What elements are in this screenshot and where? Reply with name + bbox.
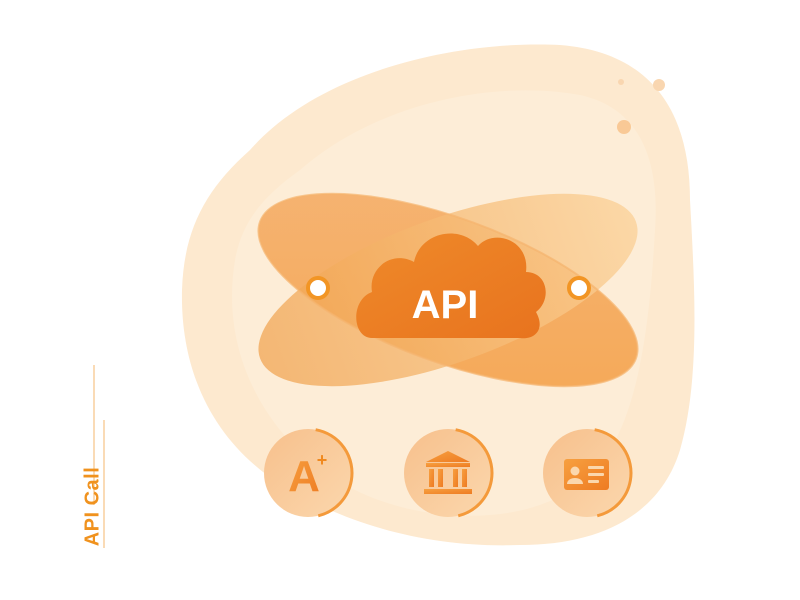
decor-dot <box>617 120 631 134</box>
a-plus-grade-icon: A + <box>288 450 327 501</box>
decor-dot <box>653 79 665 91</box>
api-label: API <box>412 283 479 327</box>
cloud-shape <box>356 233 546 339</box>
id-card-circle <box>541 427 633 519</box>
svg-text:A: A <box>288 452 320 501</box>
grade-circle: A + <box>262 427 354 519</box>
bank-circle <box>402 427 494 519</box>
side-label: API Call <box>81 466 104 547</box>
bank-building-icon <box>424 451 472 494</box>
connector-node-left <box>306 276 330 300</box>
orbit-ellipse-outline <box>257 192 639 388</box>
id-card-icon <box>564 459 609 490</box>
connector-node-right <box>567 276 591 300</box>
decor-dot <box>618 79 624 85</box>
svg-text:+: + <box>317 450 328 470</box>
